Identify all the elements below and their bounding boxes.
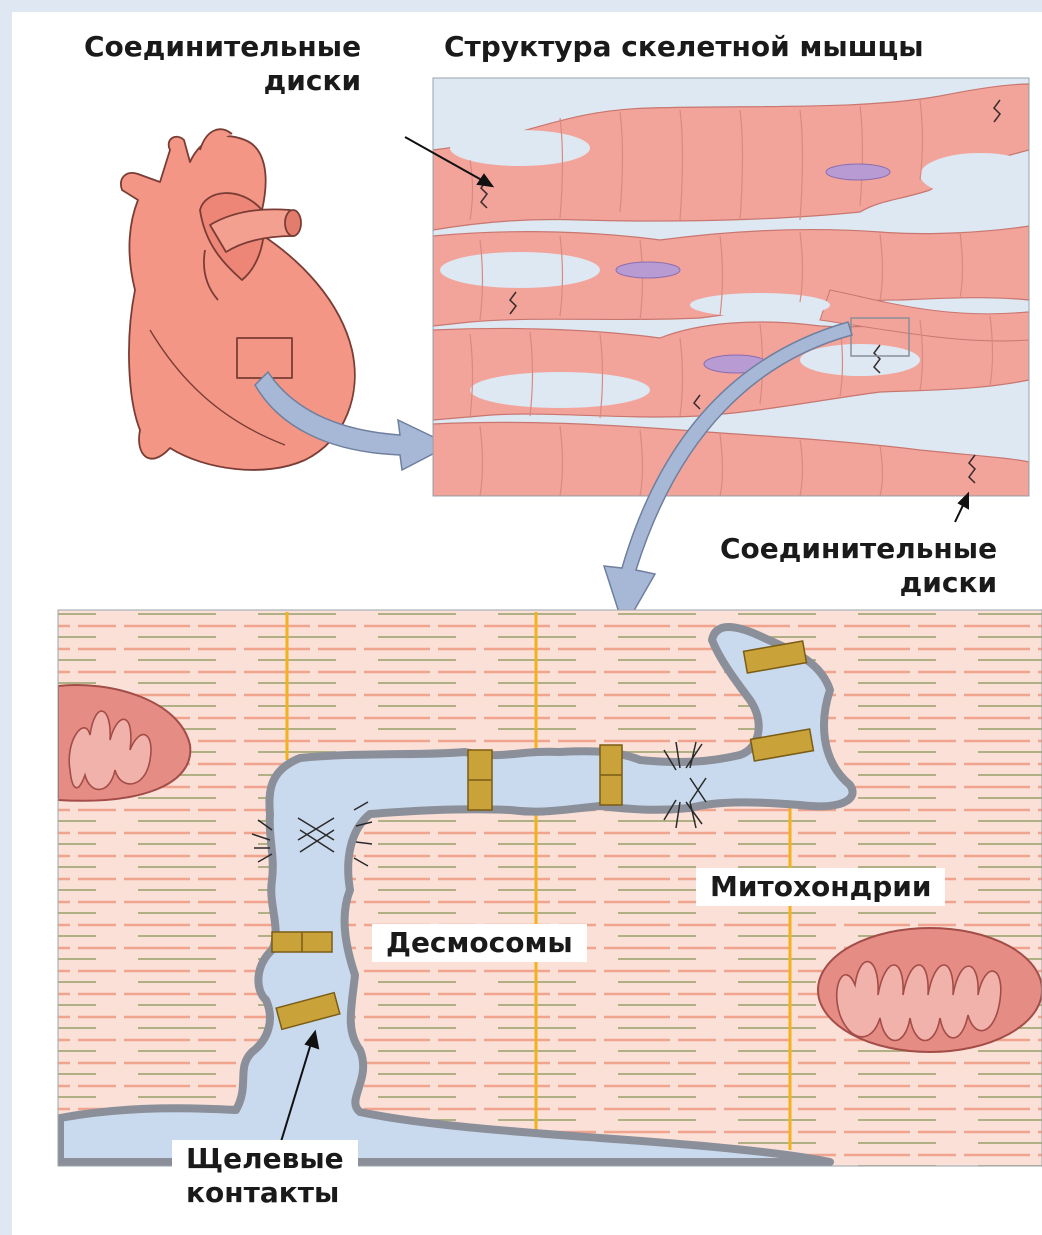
muscle-tissue-panel <box>433 78 1040 496</box>
label-intercalated-discs-top: Соединительные диски <box>84 30 361 97</box>
mitochondrion-right <box>818 928 1042 1052</box>
label-mitochondria: Митохондрии <box>696 868 945 906</box>
label-gap-junctions: Щелевые контакты <box>172 1140 358 1211</box>
label-skeletal-muscle-structure: Структура скелетной мышцы <box>444 30 924 64</box>
label-intercalated-discs-right: Соединительные диски <box>720 532 997 599</box>
diagram-graphics <box>12 12 1042 1235</box>
diagram-canvas: Соединительные диски Структура скелетной… <box>12 12 1042 1235</box>
label-desmosomes: Десмосомы <box>372 924 587 962</box>
